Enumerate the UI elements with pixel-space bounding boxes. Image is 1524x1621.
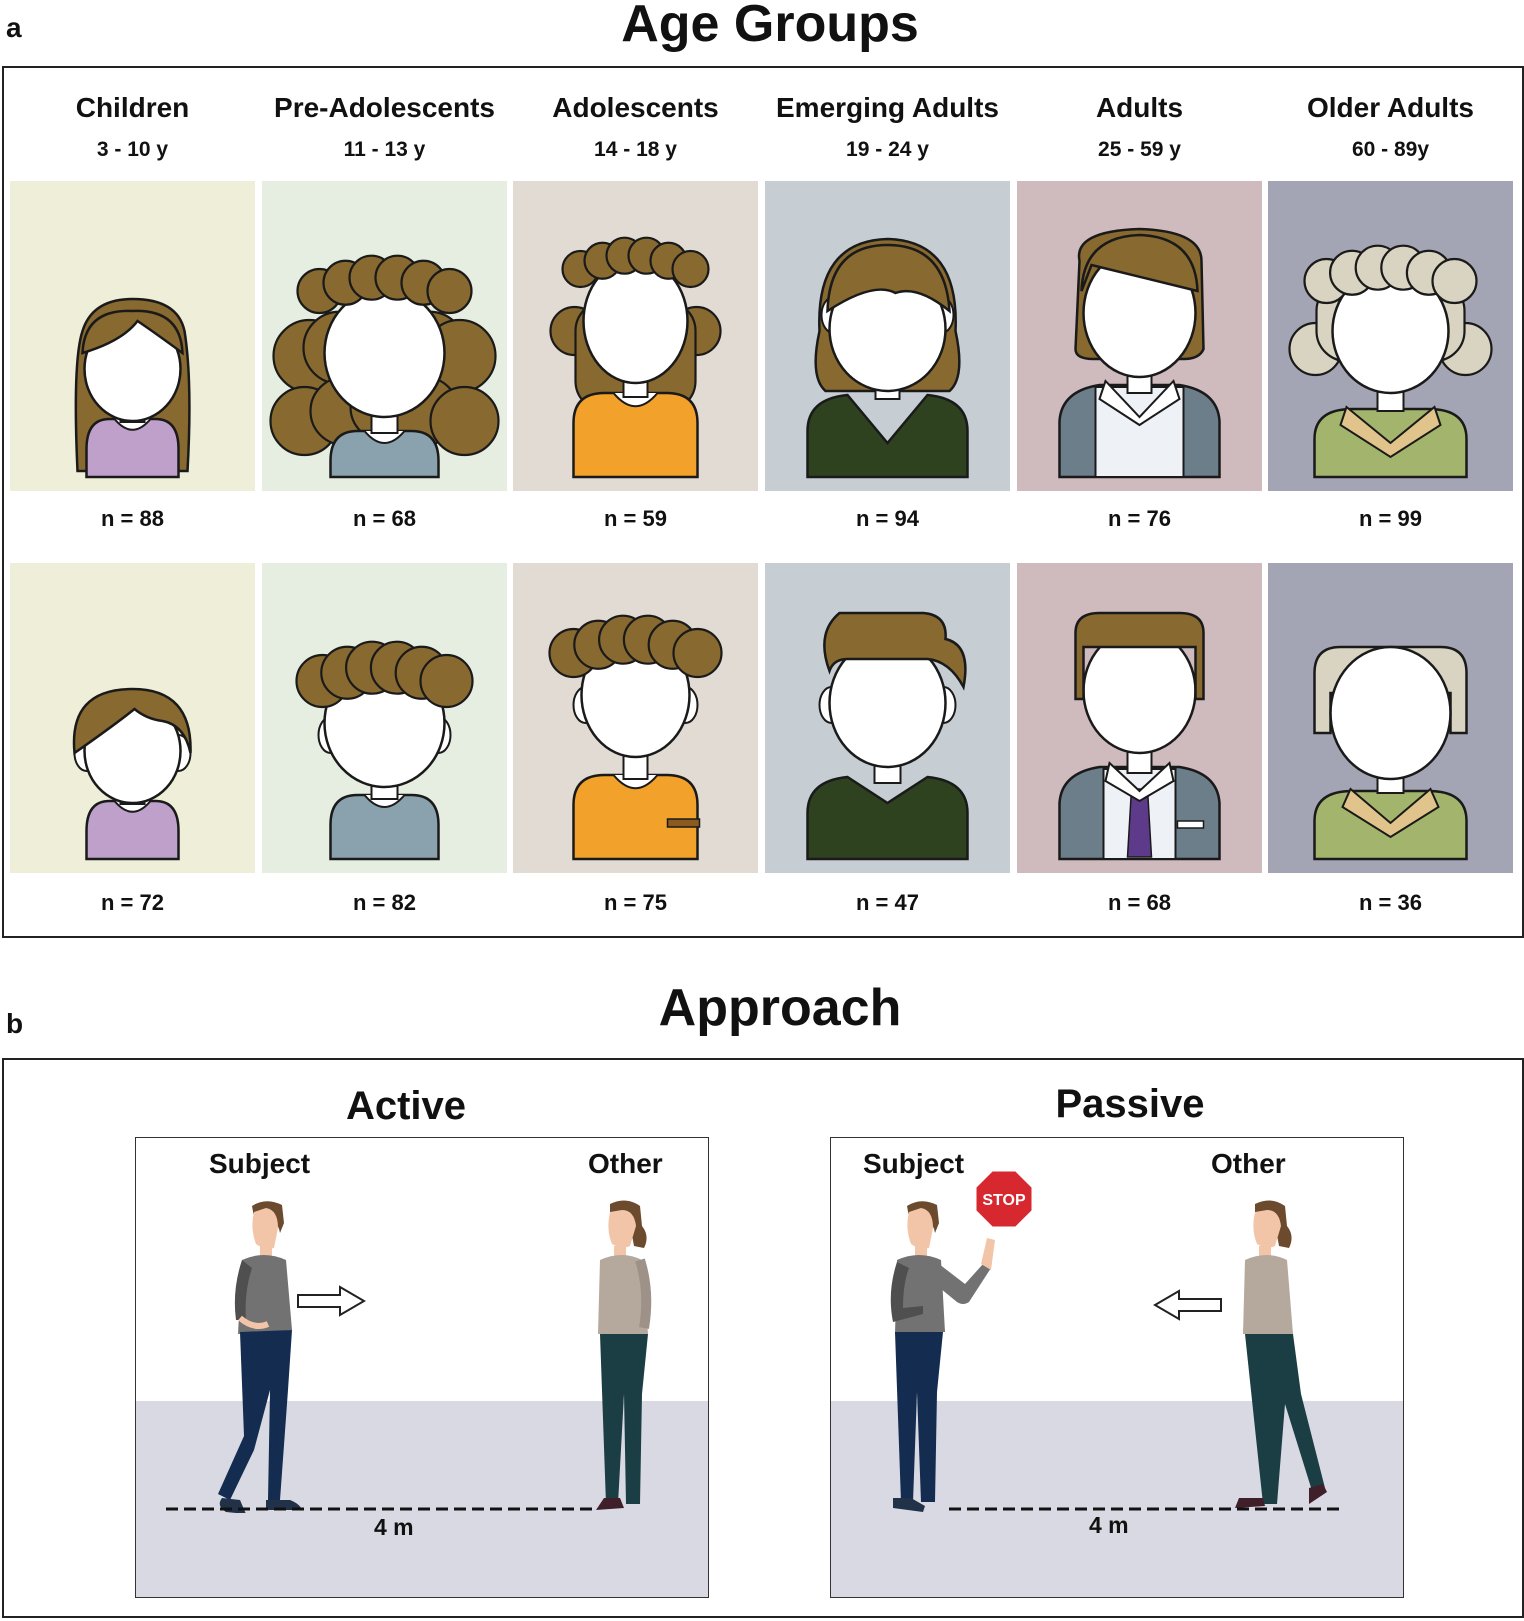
male-avatar-tile xyxy=(1268,563,1513,873)
female-avatar-icon xyxy=(74,297,191,479)
male-count: n = 68 xyxy=(1108,890,1171,915)
distance-line xyxy=(949,1507,1345,1511)
stop-sign-icon: STOP xyxy=(973,1168,1035,1230)
panel-b-letter: b xyxy=(6,1008,24,1039)
panel-a-title: Age Groups xyxy=(621,0,919,53)
arrow-left-icon xyxy=(1153,1289,1222,1321)
passive-other-label: Other xyxy=(1211,1148,1286,1179)
male-avatar-tile xyxy=(513,563,758,873)
female-avatar-icon xyxy=(549,236,722,479)
female-avatar-tile xyxy=(1017,181,1262,491)
passive-scene: Subject Other STOP 4 m xyxy=(830,1137,1404,1598)
stop-sign-text: STOP xyxy=(982,1192,1026,1209)
age-group-range: 14 - 18 y xyxy=(594,138,677,161)
male-avatar-tile xyxy=(1017,563,1262,873)
other-standing-figure xyxy=(596,1200,652,1510)
female-count: n = 68 xyxy=(353,506,416,531)
age-group-label: Older Adults xyxy=(1307,92,1474,123)
male-avatar-icon xyxy=(1313,645,1468,861)
age-group-range: 3 - 10 y xyxy=(96,138,169,161)
male-count: n = 75 xyxy=(604,890,667,915)
panel-b-title: Approach xyxy=(658,979,902,1037)
male-avatar-tile xyxy=(262,563,507,873)
female-avatar-tile xyxy=(1268,181,1513,491)
age-group-label: Adolescents xyxy=(552,92,719,123)
age-group-range: 60 - 89y xyxy=(1351,138,1430,161)
female-avatar-icon xyxy=(1058,227,1221,479)
female-count: n = 94 xyxy=(856,506,919,531)
active-distance-label: 4 m xyxy=(374,1514,414,1540)
female-avatar-tile xyxy=(765,181,1010,491)
female-count: n = 76 xyxy=(1108,506,1171,531)
subject-walking-figure xyxy=(218,1201,302,1513)
subject-stop-figure xyxy=(890,1201,995,1512)
active-other-label: Other xyxy=(588,1148,663,1179)
age-group-label: Emerging Adults xyxy=(776,92,999,123)
active-scene: Subject Other 4 m xyxy=(135,1137,709,1598)
male-avatar-icon xyxy=(1058,611,1221,861)
arrow-right-icon xyxy=(297,1285,366,1317)
female-avatar-icon xyxy=(806,237,969,479)
panel-a-letter: a xyxy=(6,12,22,43)
age-group-range: 11 - 13 y xyxy=(343,138,426,161)
male-avatar-icon xyxy=(295,640,474,861)
female-count: n = 59 xyxy=(604,506,667,531)
male-avatar-tile xyxy=(10,563,255,873)
approach-frame xyxy=(2,1058,1524,1618)
passive-title: Passive xyxy=(1055,1082,1205,1126)
passive-distance-label: 4 m xyxy=(1089,1512,1129,1538)
female-avatar-tile xyxy=(513,181,758,491)
other-walking-figure xyxy=(1235,1200,1327,1508)
passive-subject-label: Subject xyxy=(863,1148,965,1179)
age-group-label: Pre-Adolescents xyxy=(274,92,495,123)
male-count: n = 47 xyxy=(856,890,919,915)
age-group-label: Children xyxy=(75,92,190,123)
male-avatar-icon xyxy=(72,687,192,861)
male-avatar-icon xyxy=(548,614,723,861)
female-avatar-icon xyxy=(269,254,500,479)
male-count: n = 36 xyxy=(1359,890,1422,915)
active-title: Active xyxy=(345,1084,467,1128)
male-count: n = 82 xyxy=(353,890,416,915)
male-avatar-tile xyxy=(765,563,1010,873)
active-subject-label: Subject xyxy=(209,1148,311,1179)
male-count: n = 72 xyxy=(101,890,164,915)
age-group-range: 25 - 59 y xyxy=(1098,138,1181,161)
age-group-range: 19 - 24 y xyxy=(846,138,929,161)
female-avatar-icon xyxy=(1288,244,1493,479)
female-count: n = 99 xyxy=(1359,506,1422,531)
female-count: n = 88 xyxy=(101,506,164,531)
female-avatar-tile xyxy=(10,181,255,491)
age-groups-frame xyxy=(2,66,1524,938)
distance-line xyxy=(166,1507,596,1511)
age-group-label: Adults xyxy=(1095,92,1184,123)
male-avatar-icon xyxy=(806,611,969,861)
female-avatar-tile xyxy=(262,181,507,491)
